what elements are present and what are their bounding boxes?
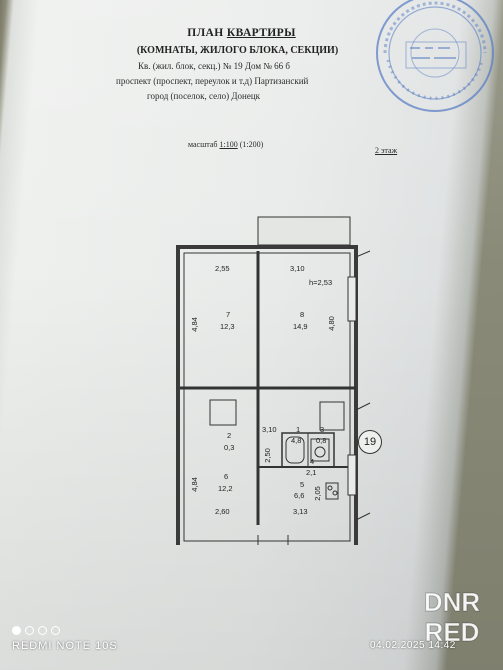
room-2-number: 2 <box>227 431 232 440</box>
room-2-area: 0,3 <box>224 443 235 452</box>
room-8-area: 14,9 <box>293 322 308 331</box>
dim-bottom-right: 3,13 <box>293 507 308 516</box>
scale-line: масштаб 1:100 (1:200) <box>188 140 264 149</box>
room-1-area: 4,8 <box>291 436 302 445</box>
room-5-area: 6,6 <box>294 491 305 500</box>
ceiling-height: h=2,53 <box>309 278 333 287</box>
camera-dots <box>12 622 64 640</box>
dot-indicator <box>12 626 21 635</box>
room-6-number: 6 <box>224 472 229 481</box>
room-4-number: 4 <box>310 457 315 466</box>
city-line: город (поселок, село) Донецк <box>147 91 261 101</box>
apartment-marker: 19 <box>358 430 382 454</box>
room-5-number: 5 <box>300 480 305 489</box>
room-7-number: 7 <box>226 310 231 319</box>
room-4-area: 2,1 <box>306 468 317 477</box>
photo-timestamp: 04.02.2025 14:42 <box>370 640 456 651</box>
dim-right-upper: 4,80 <box>326 316 336 331</box>
official-stamp <box>376 0 494 112</box>
apartment-line: Кв. (жил. блок, секц.) № 19 Дом № 66 б <box>138 61 290 71</box>
device-label: REDMI NOTE 10S <box>12 640 118 652</box>
dim-bottom-left: 2,60 <box>215 507 230 516</box>
dot-indicator <box>51 626 60 635</box>
dim-top-left: 2,55 <box>215 264 230 273</box>
dim-hall-depth: 2,50 <box>262 448 272 463</box>
dim-left-lower: 4,84 <box>189 477 199 492</box>
dot-indicator <box>38 626 47 635</box>
document-subtitle: (КОМНАТЫ, ЖИЛОГО БЛОКА, СЕКЦИИ) <box>136 45 339 56</box>
room-6-area: 12,2 <box>218 484 233 493</box>
dim-mid-width: 3,10 <box>262 425 277 434</box>
room-7-area: 12,3 <box>220 322 235 331</box>
dot-indicator <box>25 626 34 635</box>
dim-kitchen-side: 2,05 <box>312 486 322 501</box>
document-title: ПЛАН КВАРТИРЫ <box>187 27 296 39</box>
floor-label: 2 этаж <box>375 146 398 155</box>
dim-left-upper: 4,84 <box>189 317 199 332</box>
room-3-area: 0,8 <box>316 436 327 445</box>
room-8-number: 8 <box>300 310 305 319</box>
dim-top-right: 3,10 <box>290 264 305 273</box>
street-line: проспект (проспект, переулок и т.д) Парт… <box>116 76 309 86</box>
floor-plan <box>176 216 371 545</box>
room-3-number: 3 <box>320 425 325 434</box>
room-1-number: 1 <box>296 425 301 434</box>
